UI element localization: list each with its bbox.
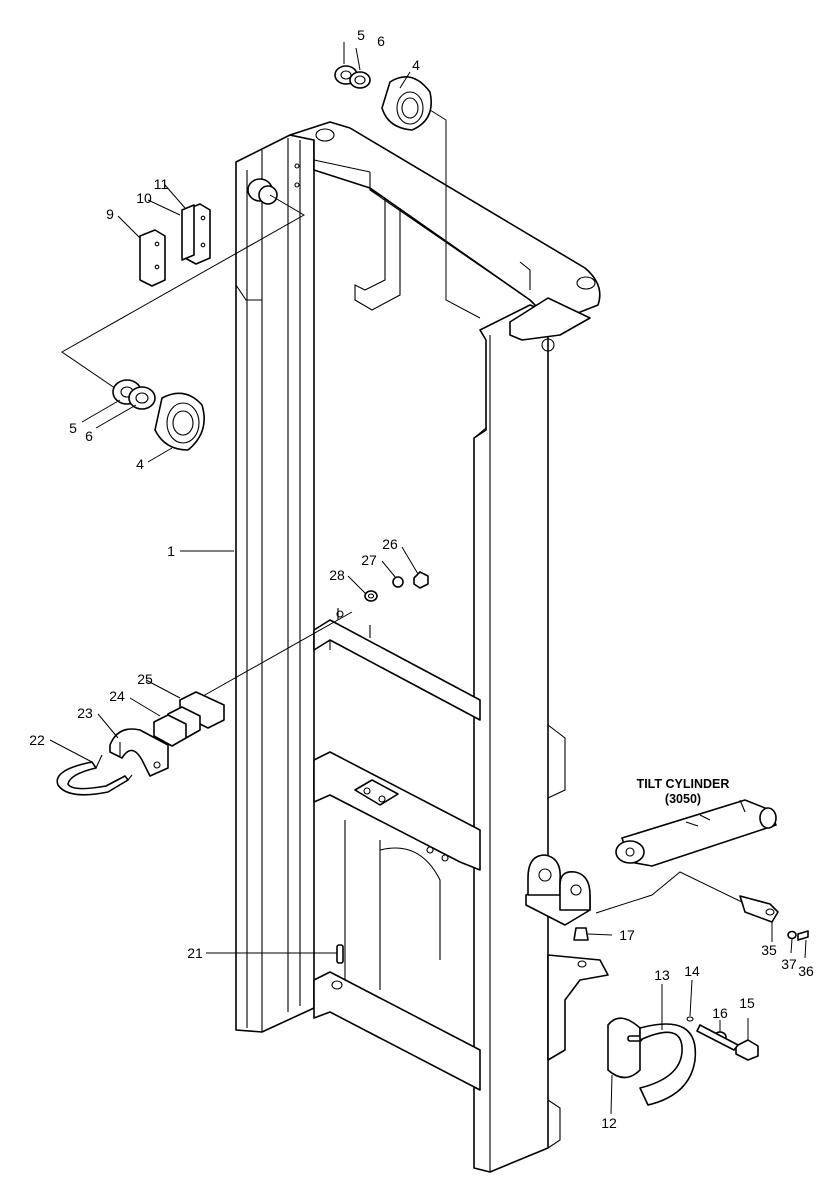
callout-35: 35 <box>761 942 777 958</box>
bottom-cross-member <box>313 971 481 1091</box>
callout-26: 26 <box>382 536 398 552</box>
pin-21 <box>336 944 344 964</box>
hose-clamp-set <box>56 691 225 796</box>
left-mast-rail <box>235 134 315 1033</box>
callout-28: 28 <box>329 567 345 583</box>
callout-10: 10 <box>136 190 152 206</box>
lower-cross-member <box>313 751 481 1000</box>
callout-5-bottom: 5 <box>69 420 77 436</box>
callout-24: 24 <box>109 688 125 704</box>
callout-25: 25 <box>137 671 153 687</box>
callout-37: 37 <box>781 956 797 972</box>
callout-21: 21 <box>187 945 203 961</box>
callout-labels: 5 6 4 11 10 9 5 6 4 1 26 27 28 25 24 23 … <box>29 27 814 1131</box>
tilt-cylinder-caption: TILT CYLINDER (3050) <box>637 777 730 806</box>
tilt-bushing <box>607 1016 697 1106</box>
callout-4-top: 4 <box>412 57 420 73</box>
callout-11: 11 <box>154 176 169 192</box>
washer-bolt <box>696 1024 759 1061</box>
callout-4-bottom: 4 <box>136 456 144 472</box>
right-mast-rail <box>473 297 591 1173</box>
callout-15: 15 <box>739 995 755 1011</box>
tilt-cylinder <box>595 799 809 941</box>
callout-9: 9 <box>106 206 114 222</box>
top-cross-member <box>289 121 601 321</box>
caption-title: TILT CYLINDER <box>637 777 730 791</box>
tilt-bracket <box>525 854 591 926</box>
top-bearing-set <box>334 65 481 319</box>
callout-36: 36 <box>798 963 814 979</box>
middle-cross-member <box>313 608 481 721</box>
bearing-housing <box>547 954 609 1061</box>
callout-27: 27 <box>361 552 377 568</box>
lower-bearing-set <box>112 379 205 451</box>
leader-lines <box>49 42 807 1115</box>
callout-13: 13 <box>654 967 670 983</box>
callout-12: 12 <box>601 1115 617 1131</box>
callout-16: 16 <box>712 1005 728 1021</box>
grease-nipple <box>573 927 589 941</box>
upper-roller <box>61 178 306 396</box>
callout-1: 1 <box>167 543 175 559</box>
callout-17: 17 <box>619 927 635 943</box>
callout-5-top: 5 <box>357 27 365 43</box>
callout-23: 23 <box>77 705 93 721</box>
callout-6-top: 6 <box>377 33 385 49</box>
wear-pads <box>139 203 211 287</box>
callout-22: 22 <box>29 732 45 748</box>
caption-ref: (3050) <box>665 792 701 806</box>
small-hardware <box>195 571 429 701</box>
callout-6-bottom: 6 <box>85 428 93 444</box>
callout-14: 14 <box>684 963 700 979</box>
